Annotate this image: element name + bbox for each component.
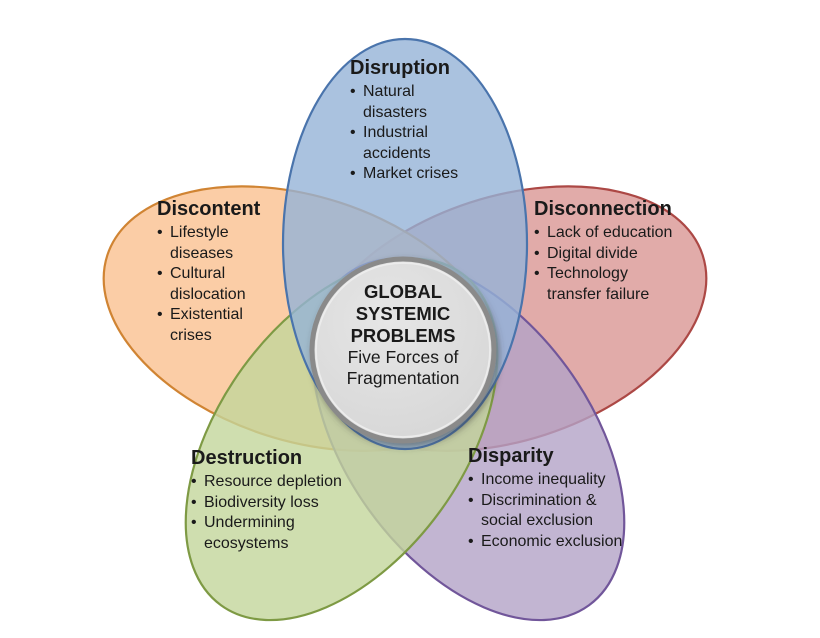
petal-discontent-label: Discontent Lifestyle diseases Cultural d… [157,198,261,347]
petal-disparity-label: Disparity Income inequality Discriminati… [468,445,636,552]
list-item: Natural disasters [350,82,466,123]
petal-discontent-items: Lifestyle diseases Cultural dislocation … [157,223,259,347]
petal-destruction-items: Resource depletion Biodiversity loss Und… [191,472,353,554]
petal-discontent-title: Discontent [157,198,261,220]
list-item: Income inequality [468,470,636,491]
petal-disruption-title: Disruption [350,57,450,79]
petal-disruption-items: Natural disasters Industrial accidents M… [350,82,466,185]
list-item: Lifestyle diseases [157,223,259,264]
list-item: Digital divide [534,244,686,265]
center-label: GLOBAL SYSTEMIC PROBLEMS Five Forces of … [327,281,479,389]
list-item: Technology transfer failure [534,264,686,305]
petal-disconnection-items: Lack of education Digital divide Technol… [534,223,686,305]
center-title: GLOBAL SYSTEMIC PROBLEMS [350,281,456,346]
petal-destruction-title: Destruction [191,447,303,469]
center-circle-inner-rim [315,262,491,438]
list-item: Biodiversity loss [191,493,353,514]
list-item: Cultural dislocation [157,264,259,305]
list-item: Undermining ecosystems [191,513,353,554]
petal-disconnection-label: Disconnection Lack of education Digital … [534,198,686,305]
petal-disconnection-title: Disconnection [534,198,672,220]
list-item: Existential crises [157,305,259,346]
center-circle [309,256,497,444]
petal-disruption-label: Disruption Natural disasters Industrial … [350,57,466,185]
list-item: Discrimination & social exclusion [468,491,636,532]
list-item: Resource depletion [191,472,353,493]
list-item: Market crises [350,164,466,185]
petal-destruction-label: Destruction Resource depletion Biodivers… [191,447,353,554]
petal-disparity-title: Disparity [468,445,554,467]
petal-disparity-items: Income inequality Discrimination & socia… [468,470,636,552]
list-item: Industrial accidents [350,123,466,164]
list-item: Lack of education [534,223,686,244]
center-subtitle: Five Forces of Fragmentation [346,347,460,388]
list-item: Economic exclusion [468,532,636,553]
